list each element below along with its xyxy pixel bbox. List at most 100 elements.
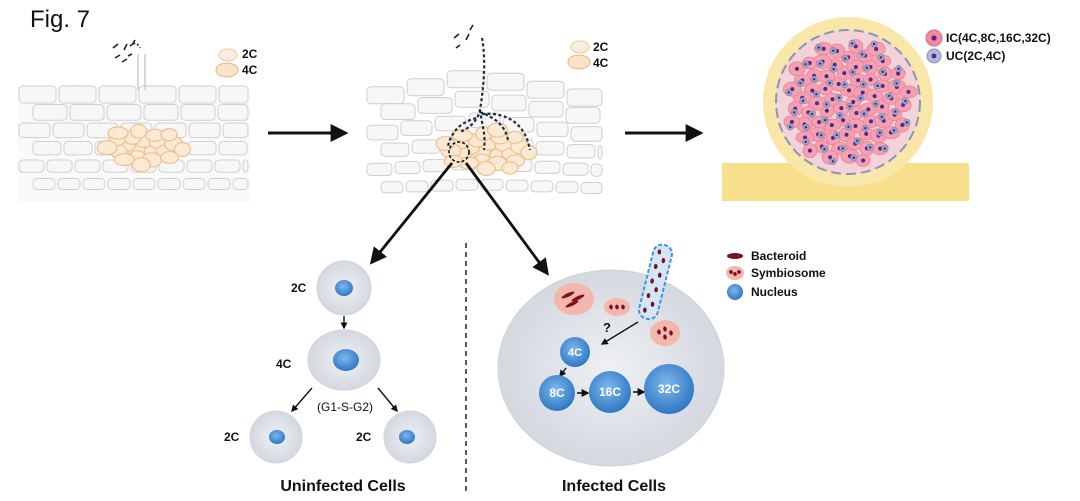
nucleus-dot	[829, 123, 834, 128]
tissue-cell	[486, 72, 525, 91]
bacteroid-icon	[571, 294, 585, 302]
nucleus-dot	[832, 67, 835, 71]
tissue-cell	[182, 178, 206, 190]
cortex-cell	[113, 152, 135, 167]
nucleus-dot	[854, 111, 859, 116]
legend-nucleus-label: Nucleus	[751, 285, 798, 299]
symbiosome-icon	[604, 298, 630, 316]
infection-thread-icon	[446, 37, 532, 151]
nucleus-dot	[836, 81, 841, 86]
nucleus-icon	[399, 430, 415, 444]
tissue-cell	[530, 180, 554, 193]
bacteroid-icon	[661, 258, 666, 264]
bacteroid-icon	[733, 272, 737, 276]
nucleus-dot	[894, 110, 897, 113]
cortex-cell	[96, 140, 118, 156]
nucleus-dot	[856, 78, 861, 83]
nucleus-dot	[883, 147, 887, 150]
nucleus-dot	[839, 106, 844, 111]
nucleus-dot	[788, 125, 792, 129]
nucleus-16c	[589, 371, 631, 413]
cortex-cell	[173, 141, 192, 158]
nucleus-dot	[842, 71, 847, 76]
nucleus-dot	[821, 46, 826, 51]
symbiosome-icon	[650, 320, 680, 346]
tissue-cell	[186, 159, 213, 173]
tissue-cell	[218, 85, 249, 104]
nucleus-dot	[815, 92, 818, 96]
nucleus-dot	[874, 102, 877, 106]
nucleus-dot	[825, 103, 828, 106]
tissue-cell	[82, 178, 106, 190]
nucleus-dot	[878, 146, 883, 151]
tissue-cell	[207, 178, 231, 190]
arrow-division-right	[377, 387, 398, 413]
legend-4c-label: 4C	[593, 56, 609, 70]
tissue-cell	[526, 80, 565, 99]
tissue-cell	[46, 159, 73, 173]
tissue-cell	[74, 159, 101, 173]
nucleus-icon	[269, 430, 285, 444]
mature-nodule	[722, 17, 969, 201]
nucleus-dot	[860, 53, 864, 56]
tissue-cell	[187, 141, 217, 156]
bacteroid-icon	[621, 304, 625, 310]
uninfected-panel: 2C 4C (G1-S-G2) 2C 2C Uninfected Cells	[224, 260, 437, 495]
nucleus-dot	[843, 83, 846, 86]
bacteroid-icon	[653, 263, 658, 270]
tissue-cell	[491, 94, 527, 112]
tissue-cell	[217, 104, 249, 121]
nucleus-dot	[817, 120, 822, 125]
tissue-cell	[69, 104, 105, 121]
nucleus-dot	[807, 148, 812, 153]
tissue-cell	[242, 159, 249, 173]
tissue-cell	[555, 181, 579, 194]
tissue-cell	[536, 121, 569, 138]
bacteroid-icon	[657, 249, 662, 255]
nucleus-dot	[810, 88, 815, 93]
nucleus-dot	[824, 74, 829, 79]
legend-2c-swatch	[570, 40, 590, 54]
nucleus-dot	[835, 133, 838, 137]
tissue-cell	[214, 159, 241, 173]
cortex-cell	[486, 122, 509, 138]
legend-4c-label: 4C	[242, 63, 258, 77]
tissue-cell	[565, 106, 601, 124]
infected-title: Infected Cells	[562, 478, 666, 495]
nucleus-dot	[864, 131, 869, 136]
nucleus-dot	[864, 127, 867, 130]
cell-label-2c: 2C	[291, 281, 307, 295]
cortex-cell	[160, 150, 180, 165]
nucleus-dot	[865, 66, 868, 70]
tissue-cell	[454, 90, 490, 108]
nucleus-dot	[794, 66, 799, 71]
nucleus-dot	[852, 156, 855, 160]
cortex-cells-cluster	[96, 123, 192, 173]
bacteroid-icon	[561, 291, 575, 299]
tissue-cell	[222, 122, 249, 139]
nucleus-dot	[828, 155, 833, 160]
arrow-bacteroid-release	[600, 321, 639, 345]
tissue-cell	[566, 88, 603, 107]
nucleus-icon	[335, 280, 353, 296]
tissue-cell	[366, 124, 399, 141]
arrow-to-infected	[464, 162, 549, 276]
tissue-cell	[218, 141, 248, 156]
nucleus-dot	[844, 132, 849, 137]
tissue-cell	[566, 144, 596, 159]
nucleus-label-16c: 16C	[599, 385, 621, 399]
cortex-cell	[443, 154, 463, 168]
tissue-cell	[505, 179, 529, 192]
cortex-cell	[160, 128, 178, 142]
tissue-cell	[380, 103, 416, 121]
tissue-cell	[406, 78, 445, 97]
cortex-cell	[130, 123, 148, 139]
nucleus-dot	[817, 46, 820, 49]
legend-2c-label: 2C	[242, 47, 258, 61]
bacteroid-icon	[565, 300, 579, 308]
tissue-cell	[405, 180, 429, 193]
nucleus-icon	[727, 284, 743, 300]
nucleus-dot	[906, 89, 911, 94]
tissue-cell	[597, 145, 603, 160]
